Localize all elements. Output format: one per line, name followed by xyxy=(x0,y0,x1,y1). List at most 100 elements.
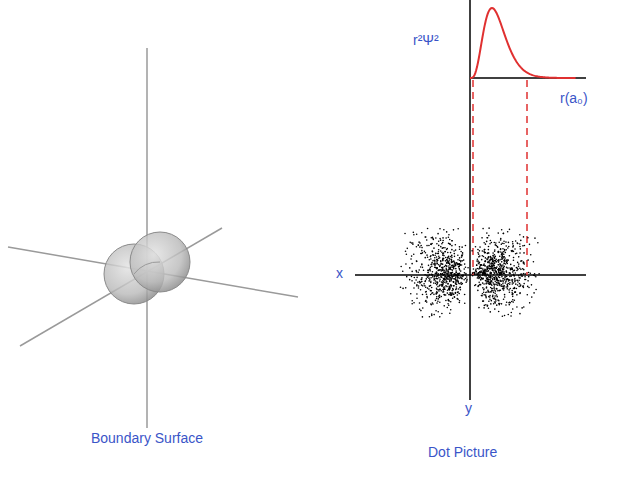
dot xyxy=(495,261,497,263)
dot xyxy=(440,276,442,278)
dot xyxy=(493,242,495,244)
dot xyxy=(487,258,489,260)
dot xyxy=(477,273,479,275)
dot xyxy=(432,274,434,276)
dot xyxy=(500,239,502,241)
dot xyxy=(431,250,433,252)
dot xyxy=(421,253,423,255)
dot xyxy=(444,266,446,268)
dot xyxy=(451,275,453,277)
dot xyxy=(454,262,456,264)
dot xyxy=(442,253,444,255)
dot xyxy=(489,299,491,301)
dot xyxy=(409,267,411,269)
dot xyxy=(491,242,493,244)
dot xyxy=(439,269,441,271)
dot xyxy=(477,286,479,288)
dot xyxy=(445,260,447,262)
dot xyxy=(502,258,504,260)
dot xyxy=(455,288,457,290)
dot xyxy=(473,272,475,274)
dot xyxy=(417,282,419,284)
dot xyxy=(457,282,459,284)
dot xyxy=(443,289,445,291)
dot xyxy=(495,267,497,269)
dot xyxy=(517,280,519,282)
dot xyxy=(500,248,502,250)
dot xyxy=(492,260,494,262)
dot xyxy=(514,278,516,280)
dot xyxy=(482,273,484,275)
dot xyxy=(455,264,457,266)
dot xyxy=(482,293,484,295)
dot xyxy=(444,251,446,253)
dot xyxy=(442,283,444,285)
dot xyxy=(489,295,491,297)
dot xyxy=(449,277,451,279)
dot xyxy=(521,260,523,262)
dot xyxy=(441,267,443,269)
dot xyxy=(529,244,531,246)
dot xyxy=(416,261,418,263)
dot xyxy=(425,280,427,282)
dot xyxy=(410,258,412,260)
dot xyxy=(480,264,482,266)
axis-label: r(a₀) xyxy=(560,90,588,108)
dot xyxy=(432,238,434,240)
dot xyxy=(447,270,449,272)
dot xyxy=(466,279,468,281)
caption: Boundary Surface xyxy=(87,430,207,448)
dot xyxy=(499,255,501,257)
dot xyxy=(436,289,438,291)
dot xyxy=(449,277,451,279)
dot xyxy=(514,248,516,250)
dot xyxy=(485,280,487,282)
dot xyxy=(483,294,485,296)
dot xyxy=(441,273,443,275)
dot xyxy=(419,242,421,244)
dot xyxy=(425,252,427,254)
dot xyxy=(449,264,451,266)
dot xyxy=(528,272,530,274)
dot xyxy=(518,275,520,277)
dot xyxy=(452,297,454,299)
axis-label: r²Ψ² xyxy=(413,32,439,50)
dot xyxy=(484,251,486,253)
dot xyxy=(484,272,486,274)
dot xyxy=(439,301,441,303)
dashed-markers xyxy=(473,80,527,275)
dot xyxy=(433,247,435,249)
dot xyxy=(523,236,525,238)
radial-distribution-curve xyxy=(470,8,576,78)
dot xyxy=(479,250,481,252)
dot xyxy=(420,310,422,312)
dot xyxy=(506,278,508,280)
dot xyxy=(437,274,439,276)
dot xyxy=(416,246,418,248)
dot xyxy=(430,303,432,305)
dot xyxy=(419,302,421,304)
dot xyxy=(416,233,418,235)
dot xyxy=(460,251,462,253)
dot xyxy=(512,308,514,310)
dot xyxy=(446,265,448,267)
dot xyxy=(430,290,432,292)
dot xyxy=(501,253,503,255)
dot xyxy=(430,244,432,246)
dot xyxy=(411,263,413,265)
dot xyxy=(503,254,505,256)
dot xyxy=(464,272,466,274)
dot xyxy=(479,274,481,276)
dot xyxy=(455,275,457,277)
dot xyxy=(475,271,477,273)
dot xyxy=(502,286,504,288)
dot xyxy=(446,249,448,251)
dot xyxy=(478,275,480,277)
dot xyxy=(406,248,408,250)
dot xyxy=(450,286,452,288)
dot xyxy=(512,241,514,243)
dot xyxy=(428,275,430,277)
dot xyxy=(516,306,518,308)
dot xyxy=(513,275,515,277)
dot xyxy=(497,269,499,271)
